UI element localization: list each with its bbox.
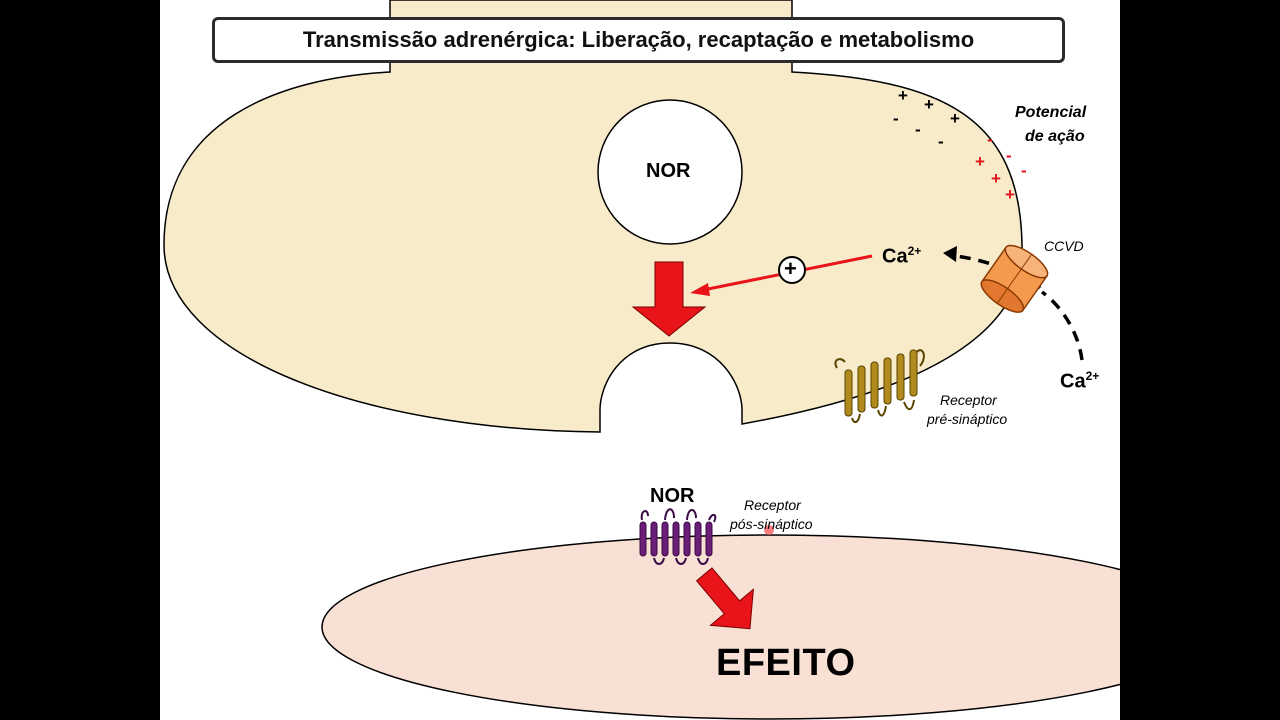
charge-minus: - (915, 120, 921, 139)
calcium-stimulus-arrowhead (690, 283, 710, 296)
charge-plus-red: + (991, 169, 1001, 188)
presynaptic-receptor-label-line1: Receptor (940, 392, 997, 408)
plus-circle (778, 256, 806, 284)
effect-arrow (695, 567, 754, 630)
vesicle-label: NOR (646, 160, 691, 182)
charge-plus: + (924, 95, 934, 114)
calcium-influx-arrowhead (943, 246, 957, 262)
release-arrow (631, 261, 707, 337)
presynaptic-receptor-label-line2: pré-sináptico (927, 411, 1008, 427)
charge-plus: + (950, 109, 960, 128)
charge-minus-red: - (1006, 146, 1012, 165)
pointer-dot (764, 525, 774, 535)
postsynaptic-receptor-label-line2: pós-sináptico (730, 516, 813, 532)
postsynaptic-receptor-label-line1: Receptor (744, 497, 801, 513)
charge-minus: - (938, 132, 944, 151)
calcium-symbol: Ca (882, 245, 908, 268)
charge-plus: + (898, 86, 908, 105)
released-nor-label: NOR (650, 485, 695, 507)
nor-vesicle (597, 99, 743, 245)
charge-minus-red: - (987, 130, 993, 149)
slide-title: Transmissão adrenérgica: Liberação, reca… (212, 17, 1065, 63)
calcium-outside-label: Ca2+ (1060, 369, 1099, 394)
calcium-charge: 2+ (907, 244, 922, 258)
ccvd-channel (980, 244, 1049, 313)
slide-title-text: Transmissão adrenérgica: Liberação, reca… (302, 27, 975, 52)
postsynaptic-receptor (639, 508, 717, 565)
charge-minus-red: - (1021, 161, 1027, 180)
postsynaptic-cell (321, 534, 1120, 720)
action-potential-label-line2: de ação (1025, 128, 1085, 145)
channel-label: CCVD (1044, 238, 1084, 254)
charge-plus-red: + (975, 152, 985, 171)
charge-minus: - (893, 109, 899, 128)
calcium-charge: 2+ (1085, 369, 1100, 383)
calcium-symbol: Ca (1060, 370, 1086, 393)
synapse-diagram (163, 0, 1120, 720)
calcium-inside-label: Ca2+ (882, 244, 921, 269)
presynaptic-terminal (163, 0, 1023, 433)
stimulation-plus-sign: + (784, 256, 797, 281)
charge-plus-red: + (1005, 185, 1015, 204)
action-potential-label-line1: Potencial (1015, 104, 1087, 121)
presynaptic-receptor (834, 349, 925, 424)
slide-canvas: Transmissão adrenérgica: Liberação, reca… (160, 0, 1120, 720)
effect-label: EFEITO (716, 642, 856, 684)
